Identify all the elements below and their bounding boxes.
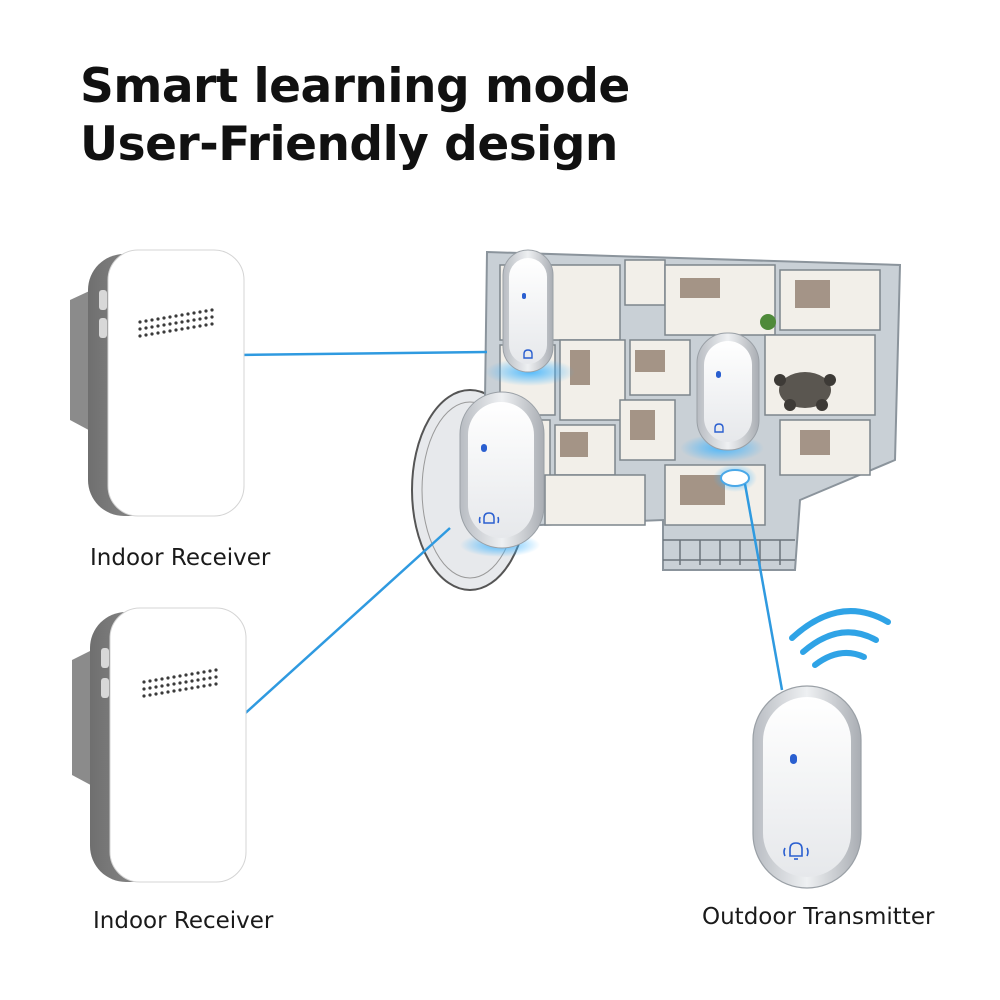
transmitter-on-plan-3 [459, 391, 545, 549]
caption-outdoor-transmitter: Outdoor Transmitter [702, 904, 935, 930]
headline: Smart learning mode User-Friendly design [80, 58, 630, 174]
connection-lines [236, 350, 784, 719]
transmitter-on-plan-1 [502, 249, 554, 373]
indoor-receiver-top [70, 249, 245, 517]
led-indicator-icon [716, 371, 721, 378]
bell-icon [714, 423, 724, 433]
link-line-transmitter [743, 483, 784, 691]
caption-indoor-receiver-bottom: Indoor Receiver [93, 908, 274, 934]
headline-line-2: User-Friendly design [80, 117, 618, 172]
outdoor-transmitter [752, 685, 862, 889]
led-indicator-icon [522, 293, 526, 299]
link-line-receiver-bottom [239, 527, 451, 719]
led-indicator-icon [481, 444, 487, 452]
headline-line-1: Smart learning mode [80, 59, 630, 114]
link-line-receiver-top [236, 350, 488, 357]
transmitter-on-plan-2 [696, 332, 760, 451]
led-indicator-icon [790, 754, 797, 764]
wifi-signal-icon [789, 608, 891, 668]
caption-indoor-receiver-top: Indoor Receiver [90, 545, 271, 571]
bell-icon [783, 842, 809, 860]
bell-icon [523, 349, 533, 359]
indoor-receiver-bottom [72, 607, 247, 883]
speaker-grille [138, 308, 214, 338]
bell-icon [478, 512, 500, 524]
